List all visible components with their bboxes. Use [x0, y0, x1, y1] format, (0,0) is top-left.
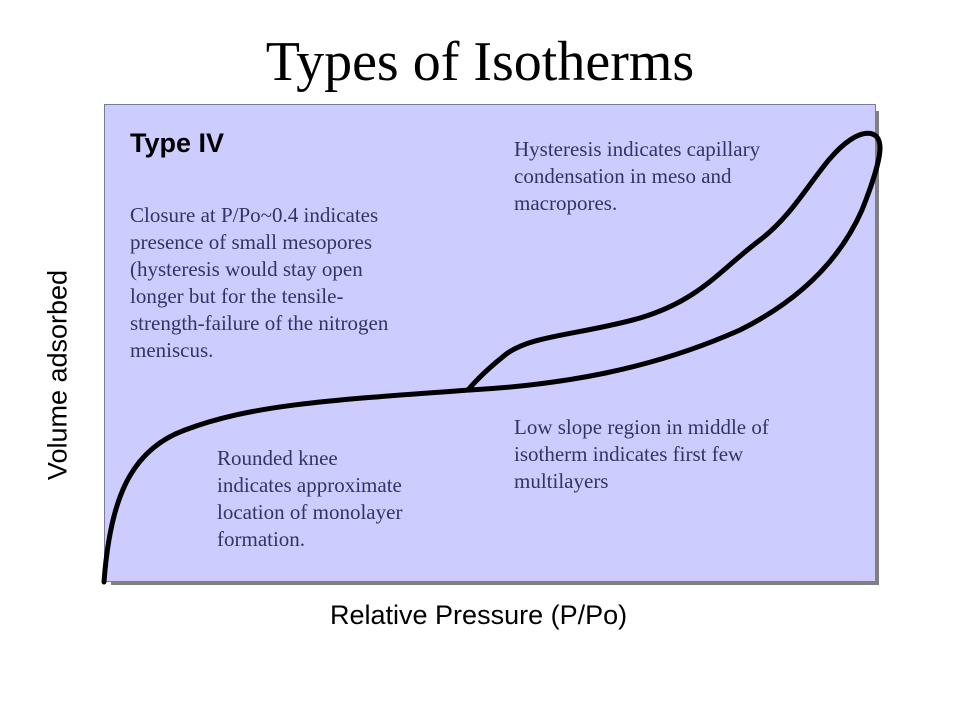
hysteresis-annotation: Hysteresis indicates capillary condensat…	[514, 137, 761, 215]
desorption-branch	[465, 130, 883, 393]
adsorption-branch	[101, 145, 883, 585]
knee-annotation: Rounded knee indicates approximate locat…	[217, 446, 403, 551]
x-axis-label: Relative Pressure (P/Po)	[330, 600, 628, 630]
low-slope-annotation: Low slope region in middle of isotherm i…	[514, 415, 769, 493]
isotherm-panel	[104, 104, 876, 582]
closure-annotation: Closure at P/Po~0.4 indicates presence o…	[130, 203, 389, 362]
isotherm-type-label: Type IV	[130, 128, 225, 158]
page-title: Types of Isotherms	[265, 31, 695, 93]
